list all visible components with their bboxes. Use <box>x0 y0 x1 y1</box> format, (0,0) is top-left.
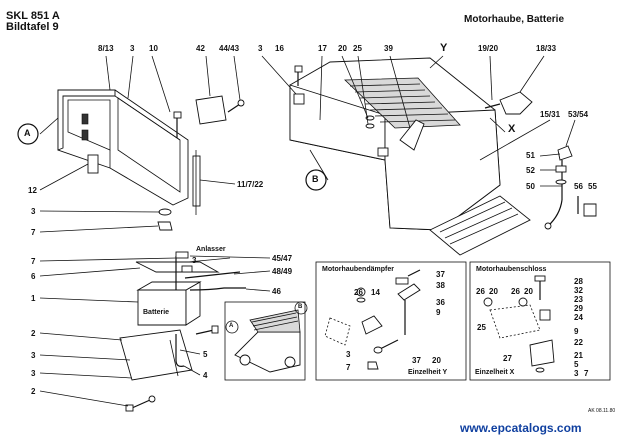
callout-15-31: 15/31 <box>540 110 561 119</box>
callout-18-33: 18/33 <box>536 44 557 53</box>
detail-y-26: 26 <box>354 288 363 297</box>
callout-51: 51 <box>526 151 535 160</box>
callout-2: 2 <box>31 387 36 396</box>
battery-frame-drawing <box>57 89 245 231</box>
detail-x-3: 3 <box>574 369 579 378</box>
detail-y-7: 7 <box>346 363 351 372</box>
callout-10: 10 <box>149 44 158 53</box>
callout-3: 3 <box>31 207 36 216</box>
detail-y-9: 9 <box>436 308 441 317</box>
detail-x-20a: 20 <box>489 287 498 296</box>
callout-circle-b <box>305 169 327 191</box>
label-anlasser: Anlasser <box>196 246 226 253</box>
callout-b: B <box>312 174 319 184</box>
callout-12: 12 <box>28 186 37 195</box>
detail-y-3: 3 <box>346 350 351 359</box>
callout-16: 16 <box>275 44 284 53</box>
callout-46: 46 <box>272 287 281 296</box>
detail-x-21: 21 <box>574 351 583 360</box>
callout-48-49: 48/49 <box>272 267 293 276</box>
inset-label-b: B <box>298 304 303 310</box>
detail-x-32: 32 <box>574 286 583 295</box>
callout-42: 42 <box>196 44 205 53</box>
detail-x-title: Motorhaubenschloss <box>476 266 547 273</box>
detail-x-box-drawing <box>469 261 611 381</box>
detail-x-24: 24 <box>574 313 583 322</box>
detail-y-box-drawing <box>315 261 467 381</box>
callout-7: 7 <box>31 228 36 237</box>
callout-3: 3 <box>130 44 135 53</box>
callout-45-47: 45/47 <box>272 254 293 263</box>
callout-19-20: 19/20 <box>478 44 499 53</box>
detail-y-37b: 37 <box>412 356 421 365</box>
detail-x-25: 25 <box>477 323 486 332</box>
callout-4: 4 <box>203 371 208 380</box>
detail-x-26b: 26 <box>511 287 520 296</box>
callout-17: 17 <box>318 44 327 53</box>
detail-y-36: 36 <box>436 298 445 307</box>
detail-x-5: 5 <box>574 360 579 369</box>
detail-x-26: 26 <box>476 287 485 296</box>
callout-44-43: 44/43 <box>219 44 240 53</box>
callout-39: 39 <box>384 44 393 53</box>
callout-y: Y <box>440 42 448 54</box>
detail-x-20b: 20 <box>524 287 533 296</box>
label-batterie: Batterie <box>143 309 170 316</box>
callout-8-13: 8/13 <box>98 44 114 53</box>
callout-circle-a <box>17 123 39 145</box>
callout-52: 52 <box>526 166 535 175</box>
inset-circle-a <box>225 320 239 334</box>
detail-x-9: 9 <box>574 327 579 336</box>
detail-x-7: 7 <box>584 369 589 378</box>
inset-overview-drawing <box>224 301 306 381</box>
callout-56: 56 <box>574 182 583 191</box>
detail-x-footer: Einzelheit X <box>475 369 515 376</box>
detail-x-29: 29 <box>574 304 583 313</box>
detail-x-22: 22 <box>574 338 583 347</box>
drawing-date-stamp: AK 08.11.80 <box>588 408 616 414</box>
leader-lines <box>39 55 576 407</box>
callout-11-7-22: 11/7/22 <box>237 180 264 189</box>
detail-y-38: 38 <box>436 281 445 290</box>
detail-y-footer: Einzelheit Y <box>408 369 448 376</box>
inset-label-a: A <box>229 323 234 329</box>
detail-y-20: 20 <box>432 356 441 365</box>
callout-3: 3 <box>31 369 36 378</box>
detail-x-28: 28 <box>574 277 583 286</box>
callout-3: 3 <box>258 44 263 53</box>
callout-6: 6 <box>31 272 36 281</box>
callout-53-54: 53/54 <box>568 110 589 119</box>
detail-y-title: Motorhaubendämpfer <box>322 266 394 273</box>
callout-1: 1 <box>31 294 36 303</box>
callout-3: 3 <box>192 256 197 265</box>
engine-hood-drawing <box>289 57 533 256</box>
detail-y-37: 37 <box>436 270 445 279</box>
detail-x-27: 27 <box>503 354 512 363</box>
callout-5: 5 <box>203 350 208 359</box>
callout-x: X <box>508 123 516 135</box>
catalog-code: SKL 851 A <box>6 10 60 22</box>
callout-55: 55 <box>588 182 597 191</box>
page-title: Motorhaube, Batterie <box>464 14 565 25</box>
callout-50: 50 <box>526 182 535 191</box>
callout-7: 7 <box>31 257 36 266</box>
detail-x-23: 23 <box>574 295 583 304</box>
watermark-url: www.epcatalogs.com <box>460 421 582 435</box>
hood-release-rod-drawing <box>544 145 597 230</box>
callout-25: 25 <box>353 44 362 53</box>
callout-20: 20 <box>338 44 347 53</box>
callout-a: A <box>24 128 31 138</box>
callout-2: 2 <box>31 329 36 338</box>
inset-circle-b <box>294 301 308 315</box>
detail-y-14: 14 <box>371 288 380 297</box>
callout-3: 3 <box>31 351 36 360</box>
plate-number: Bildtafel 9 <box>6 21 59 33</box>
battery-drawing <box>119 251 246 412</box>
